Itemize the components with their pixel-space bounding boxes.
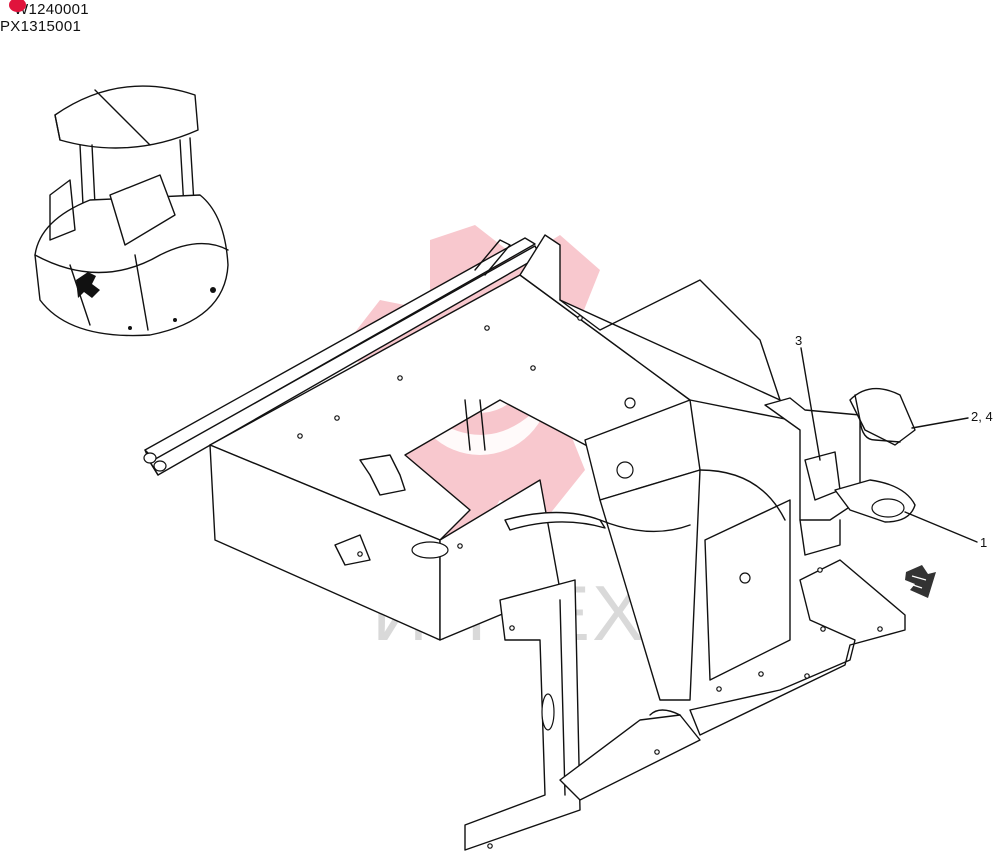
callout-item-2-4: 2, 4 — [971, 409, 993, 424]
machine-overview-thumbnail — [34, 85, 229, 337]
direction-arrow-icon — [905, 565, 936, 598]
left-rail — [143, 237, 541, 476]
marker-dot-icon — [9, 0, 26, 12]
callout-leaders — [800, 347, 978, 543]
part-code-primary-text: W1240001 — [14, 1, 89, 18]
callout-item-3: 3 — [795, 333, 803, 348]
bracket-assembly — [764, 387, 916, 556]
main-frame-body — [209, 234, 906, 851]
part-code-primary: W1240001 — [9, 0, 89, 18]
callout-item-1: 1 — [980, 535, 988, 550]
part-code-secondary: PX1315001 — [0, 18, 82, 35]
